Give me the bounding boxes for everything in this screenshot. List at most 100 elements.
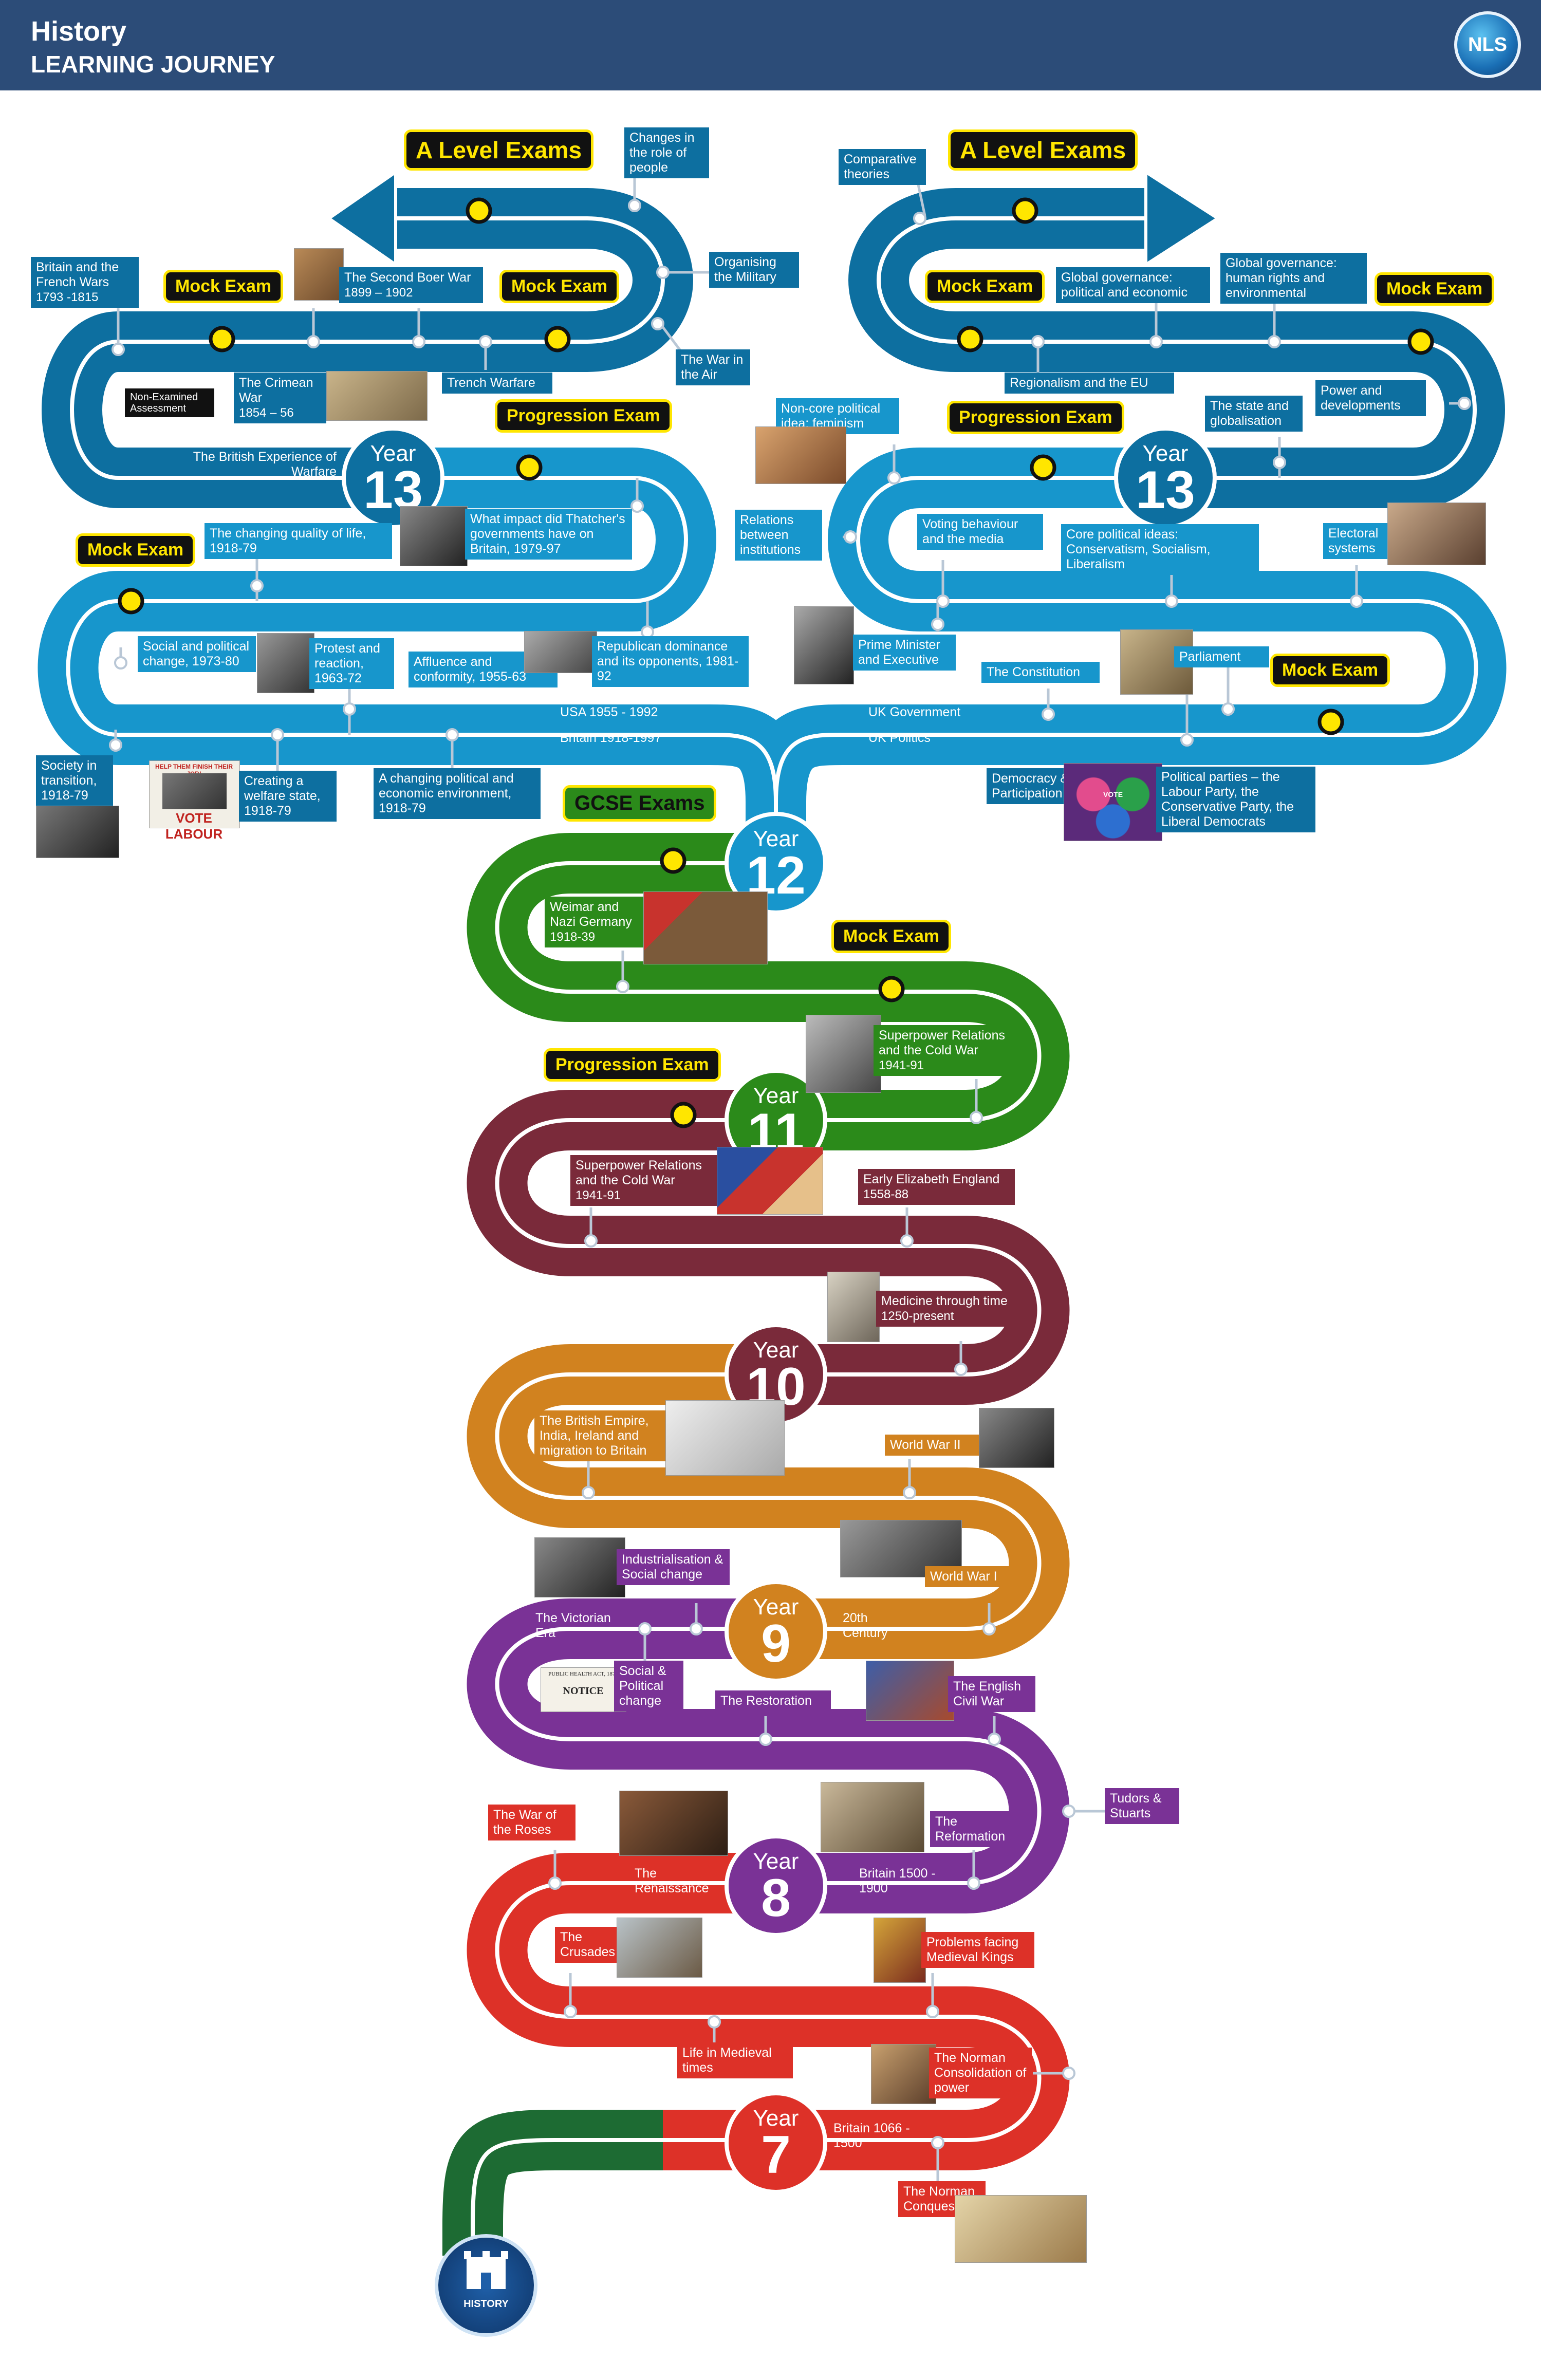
year-word: Year <box>753 1849 799 1874</box>
topic-elizabeth-title: Early Elizabeth England <box>863 1172 1000 1186</box>
year-number: 7 <box>761 2125 791 2185</box>
exam-marker <box>544 326 571 352</box>
nea-label: Non-Examined Assessment <box>123 387 216 419</box>
track-dot <box>708 2015 721 2029</box>
topic-welfare-state: Creating a welfare state, 1918-79 <box>239 771 337 822</box>
topic-british-empire: The British Empire, India, Ireland and m… <box>534 1410 671 1461</box>
track-dot <box>926 2005 939 2018</box>
track-dot <box>343 702 356 716</box>
exam-marker <box>466 197 492 224</box>
poster-main-text: VOTE LABOUR <box>165 810 223 842</box>
progression-exam-politics: Progression Exam <box>947 401 1124 434</box>
track-dot <box>1221 702 1235 716</box>
topic-political-parties: Political parties – the Labour Party, th… <box>1156 767 1315 832</box>
topic-tudors-stuarts: Tudors & Stuarts <box>1105 1788 1179 1824</box>
topic-parliament: Parliament <box>1174 646 1269 667</box>
lane-line-start <box>471 2138 663 2256</box>
photo-electoral <box>1387 503 1486 565</box>
band-british-experience: The British Experience of Warfare <box>193 450 337 479</box>
page-header: History LEARNING JOURNEY NLS <box>0 0 1541 90</box>
year-number: 9 <box>761 1614 791 1674</box>
track-dot <box>1149 335 1163 348</box>
alevel-exams-politics: A Level Exams <box>948 129 1138 171</box>
track-dot <box>114 656 127 670</box>
track-dot <box>967 1876 980 1890</box>
topic-trench-warfare: Trench Warfare <box>442 373 552 394</box>
track-dot <box>970 1111 983 1124</box>
arrow-right-head <box>1144 169 1221 268</box>
topic-power-developments: Power and developments <box>1315 380 1426 416</box>
band-victorian: The Victorian Era <box>535 1611 611 1640</box>
topic-economic-environment: A changing political and economic enviro… <box>374 768 541 819</box>
topic-society-transition: Society in transition, 1918-79 <box>36 755 113 806</box>
track-dot <box>628 199 641 212</box>
track-dot <box>900 1234 914 1248</box>
exam-marker <box>660 847 686 874</box>
rosette-vote-text: VOTE <box>1103 790 1123 798</box>
track-dot <box>913 212 926 225</box>
connector <box>916 179 926 216</box>
topic-social-political: Social and political change, 1973-80 <box>138 636 256 672</box>
track-dot <box>1031 335 1045 348</box>
topic-elizabeth-dates: 1558-88 <box>863 1187 909 1201</box>
track-dot <box>445 728 459 741</box>
topic-relations-institutions: Relations between institutions <box>735 510 822 561</box>
topic-core-ideas: Core political ideas: Conservatism, Soci… <box>1061 524 1259 575</box>
band-uk-politics: UK Politics <box>868 731 931 745</box>
photo-crusades <box>617 1918 702 1978</box>
school-logo: NLS <box>1454 11 1521 78</box>
topic-boer-war-title: The Second Boer War <box>344 270 471 285</box>
topic-war-in-air: The War in the Air <box>676 349 750 385</box>
photo-plague-doctor <box>827 1272 880 1342</box>
track-dot <box>616 980 629 993</box>
exam-marker <box>118 588 144 615</box>
photo-medieval-king <box>874 1918 926 1983</box>
track-dot <box>548 1876 562 1890</box>
mock-exam-history-2: Mock Exam <box>499 270 620 303</box>
track-dot <box>844 530 857 544</box>
year-word: Year <box>753 1337 799 1363</box>
photo-cold-war-a <box>806 1015 881 1093</box>
topic-crimean-title: The Crimean War <box>239 376 313 405</box>
exam-marker <box>1317 709 1344 735</box>
photo-thatcher <box>400 506 468 566</box>
year-word: Year <box>1142 441 1189 466</box>
exam-marker <box>1030 454 1056 481</box>
track-dot <box>1062 1805 1075 1818</box>
topic-superpower-a-dates: 1941-91 <box>879 1058 924 1072</box>
track-dot <box>1458 397 1471 410</box>
track-dot <box>564 2005 577 2018</box>
topic-civil-war: The English Civil War <box>948 1676 1035 1712</box>
photo-industrial <box>534 1537 625 1597</box>
topic-superpower-a-title: Superpower Relations and the Cold War <box>879 1028 1005 1057</box>
band-usa: USA 1955 - 1992 <box>560 705 658 719</box>
exam-marker <box>209 326 235 352</box>
page-subtitle: LEARNING JOURNEY <box>31 51 275 78</box>
arrow-left-head <box>326 169 397 268</box>
topic-crimean-dates: 1854 – 56 <box>239 406 294 420</box>
alevel-exams-history: A Level Exams <box>404 129 594 171</box>
topic-constitution: The Constitution <box>981 662 1100 683</box>
notice-top-text: PUBLIC HEALTH ACT, 1875 <box>548 1671 618 1677</box>
year-number: 13 <box>1136 460 1195 520</box>
band-renaissance: The Renaissance <box>635 1866 709 1895</box>
topic-global-governance-pe: Global governance: political and economi… <box>1056 267 1210 303</box>
track-dot <box>690 1622 703 1635</box>
photo-vote-labour-poster: HELP THEM FINISH THEIR JOB! VOTE LABOUR <box>149 760 240 842</box>
topic-ww2: World War II <box>885 1435 980 1456</box>
topic-protest: Protest and reaction, 1963-72 <box>309 638 394 689</box>
track-dot <box>582 1486 595 1499</box>
track-dot <box>1062 2067 1075 2080</box>
photo-health-act-notice: PUBLIC HEALTH ACT, 1875 NOTICE <box>541 1667 626 1712</box>
gcse-exams: GCSE Exams <box>563 785 717 822</box>
track-dot <box>887 471 901 485</box>
band-britain-1066: Britain 1066 - 1500 <box>833 2121 910 2150</box>
